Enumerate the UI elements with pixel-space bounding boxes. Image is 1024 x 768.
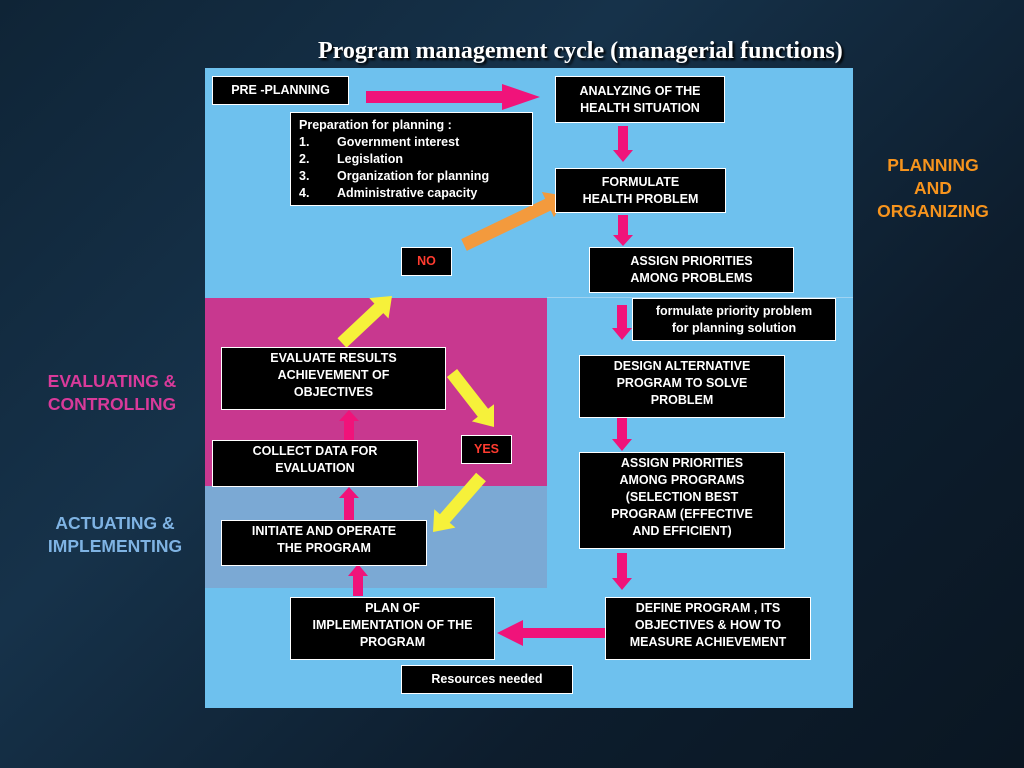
arrow-collect-to-evaluate [339,410,359,440]
preparation-item-text: Legislation [337,152,403,166]
arrow-formulate-to-assign [613,215,633,246]
preparation-item-text: Organization for planning [337,169,490,183]
initiate-box: INITIATE AND OPERATE THE PROGRAM [221,520,427,566]
preparation-item: 3. Organization for planning [299,168,524,185]
collect-box: COLLECT DATA FOR EVALUATION [212,440,418,487]
plan-box: PLAN OF IMPLEMENTATION OF THE PROGRAM [290,597,495,660]
analyzing-box: ANALYZING OF THE HEALTH SITUATION [555,76,725,123]
arrow-yes-to-initiate [433,472,486,532]
arrow-analyzing-to-formulate [613,126,633,162]
actuating-label: ACTUATING & IMPLEMENTING [47,513,183,556]
assign-problems-box: ASSIGN PRIORITIES AMONG PROBLEMS [589,247,794,293]
no-box: NO [401,247,452,276]
arrow-assign-to-formulate-priority [612,305,632,340]
define-box: DEFINE PROGRAM , ITS OBJECTIVES & HOW TO… [605,597,811,660]
arrow-initiate-to-collect [339,487,359,520]
preparation-item-number: 2. [299,152,310,166]
arrow-programs-to-define [612,553,632,590]
arrow-evaluate-to-yes [446,369,494,427]
planning-label: PLANNING AND ORGANIZING [877,155,989,221]
design-box: DESIGN ALTERNATIVE PROGRAM TO SOLVE PROB… [579,355,785,418]
preparation-item: 4. Administrative capacity [299,185,524,202]
evaluating-label: EVALUATING & CONTROLLING [47,371,177,414]
resources-box: Resources needed [401,665,573,694]
arrow-define-to-plan [497,620,605,646]
preparation-item: 1. Government interest [299,134,524,151]
slide-title: Program management cycle (managerial fun… [318,38,843,64]
preparation-item: 2. Legislation [299,151,524,168]
assign-programs-box: ASSIGN PRIORITIES AMONG PROGRAMS (SELECT… [579,452,785,549]
preparation-item-number: 1. [299,135,310,149]
formulate-box: FORMULATE HEALTH PROBLEM [555,168,726,213]
yes-box: YES [461,435,512,464]
arrow-preplanning-to-analyzing [366,84,540,110]
formulate-priority-box: formulate priority problem for planning … [632,298,836,341]
pre-planning-box: PRE -PLANNING [212,76,349,105]
arrow-no-to-formulate [461,192,566,251]
evaluate-box: EVALUATE RESULTS ACHIEVEMENT OF OBJECTIV… [221,347,446,410]
preparation-item-text: Administrative capacity [337,186,478,200]
preparation-list: 1. Government interest 2. Legislation 3. Orga… [299,134,524,202]
preparation-heading: Preparation for planning : [299,118,452,132]
preparation-item-number: 4. [299,186,310,200]
arrow-plan-to-initiate [348,564,368,596]
preparation-item-number: 3. [299,169,310,183]
arrow-evaluate-to-no [337,296,392,348]
preparation-box: Preparation for planning : 1. Government … [290,112,533,206]
arrow-design-to-programs [612,418,632,451]
planning-divider [547,297,853,298]
preparation-item-text: Government interest [337,135,460,149]
